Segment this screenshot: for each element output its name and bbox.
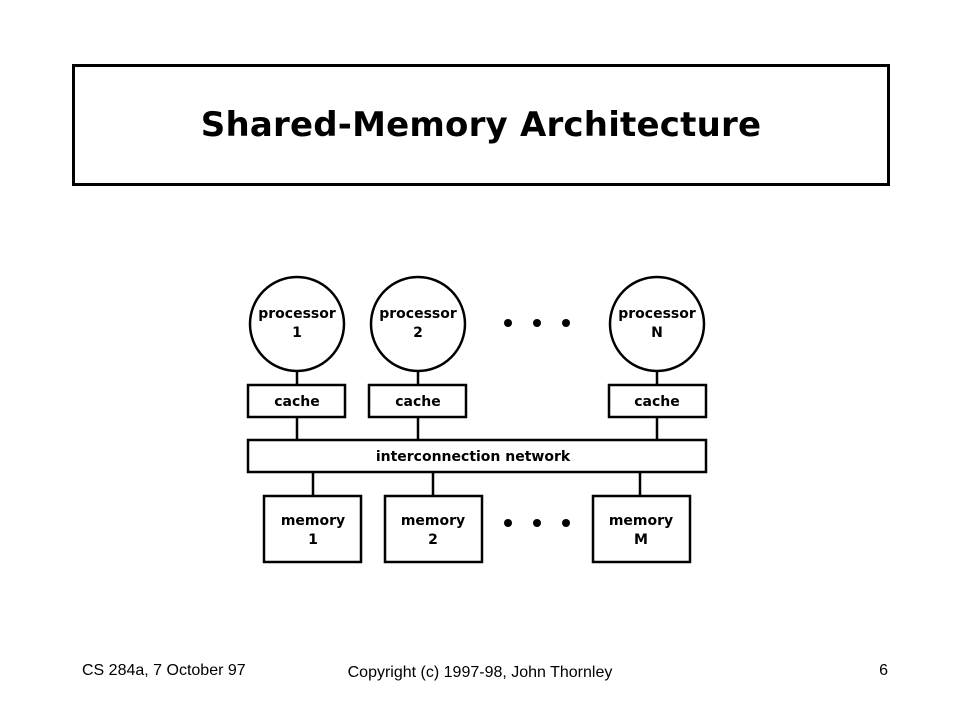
memory-2-number: 2 <box>428 532 438 548</box>
processor-n-node <box>608 275 706 373</box>
memory-1-label: memory <box>281 513 345 529</box>
processor-2-number: 2 <box>413 325 423 341</box>
memory-ellipsis-dot <box>533 519 541 527</box>
processor-n-number: N <box>651 325 663 341</box>
cache-n-label: cache <box>634 394 680 410</box>
footer-page-number: 6 <box>879 662 888 679</box>
memory-m-label: memory <box>609 513 673 529</box>
cache-2-label: cache <box>395 394 441 410</box>
processor-1-node <box>248 275 346 373</box>
memory-m-number: M <box>634 532 648 548</box>
interconnection-network-node <box>246 438 708 474</box>
memory-2-node <box>383 494 484 564</box>
processor-ellipsis-dot <box>504 319 512 327</box>
cache-1-label: cache <box>274 394 320 410</box>
footer-course-date: CS 284a, 7 October 97 <box>82 662 246 679</box>
processor-1-label: processor <box>258 306 336 322</box>
processor-2-node <box>369 275 467 373</box>
processor-ellipsis-dot <box>533 319 541 327</box>
memory-ellipsis-dot <box>504 519 512 527</box>
memory-ellipsis-dot <box>562 519 570 527</box>
slide-title: Shared-Memory Architecture <box>200 105 762 145</box>
processor-n-label: processor <box>618 306 696 322</box>
memory-1-number: 1 <box>308 532 318 548</box>
memory-m-node <box>591 494 692 564</box>
memory-1-node <box>262 494 363 564</box>
processor-1-number: 1 <box>292 325 302 341</box>
processor-ellipsis-dot <box>562 319 570 327</box>
processor-2-label: processor <box>379 306 457 322</box>
interconnection-network-label: interconnection network <box>376 449 571 465</box>
footer-copyright: Copyright (c) 1997-98, John Thornley <box>347 664 613 681</box>
title-box: Shared-Memory Architecture <box>72 64 890 186</box>
memory-2-label: memory <box>401 513 465 529</box>
